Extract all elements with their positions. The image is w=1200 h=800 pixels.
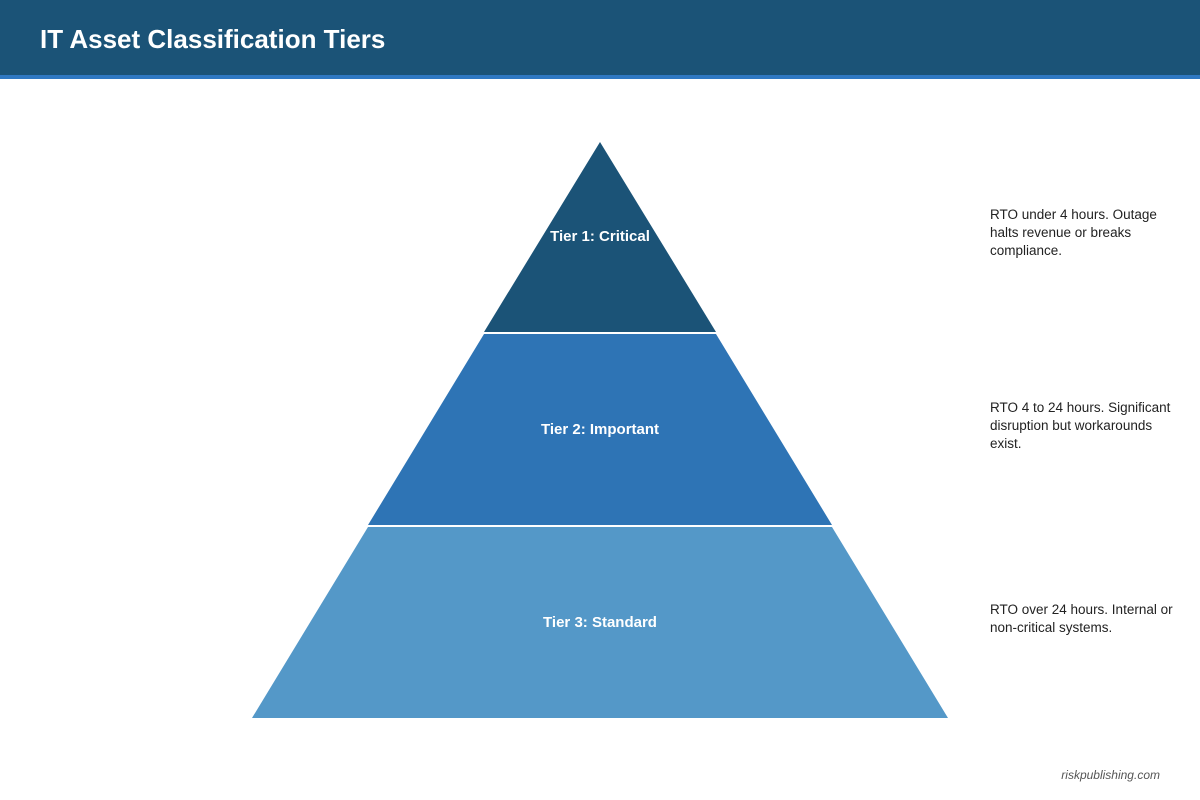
- tier-3-segment: [252, 527, 948, 718]
- tier-1-label: Tier 1: Critical: [550, 228, 650, 245]
- header-bar: IT Asset Classification Tiers: [0, 0, 1200, 79]
- tier-1-description: RTO under 4 hours. Outage halts revenue …: [990, 207, 1157, 258]
- tier-2-label: Tier 2: Important: [541, 421, 659, 438]
- tier-1-segment: [484, 142, 716, 332]
- tier-3-description: RTO over 24 hours. Internal or non-criti…: [990, 602, 1173, 635]
- tier-2-segment: [368, 334, 832, 525]
- page-title: IT Asset Classification Tiers: [40, 24, 386, 54]
- tier-2-description: RTO 4 to 24 hours. Significant disruptio…: [990, 400, 1171, 451]
- source-credit: riskpublishing.com: [1061, 768, 1160, 782]
- tier-3-label: Tier 3: Standard: [543, 614, 657, 631]
